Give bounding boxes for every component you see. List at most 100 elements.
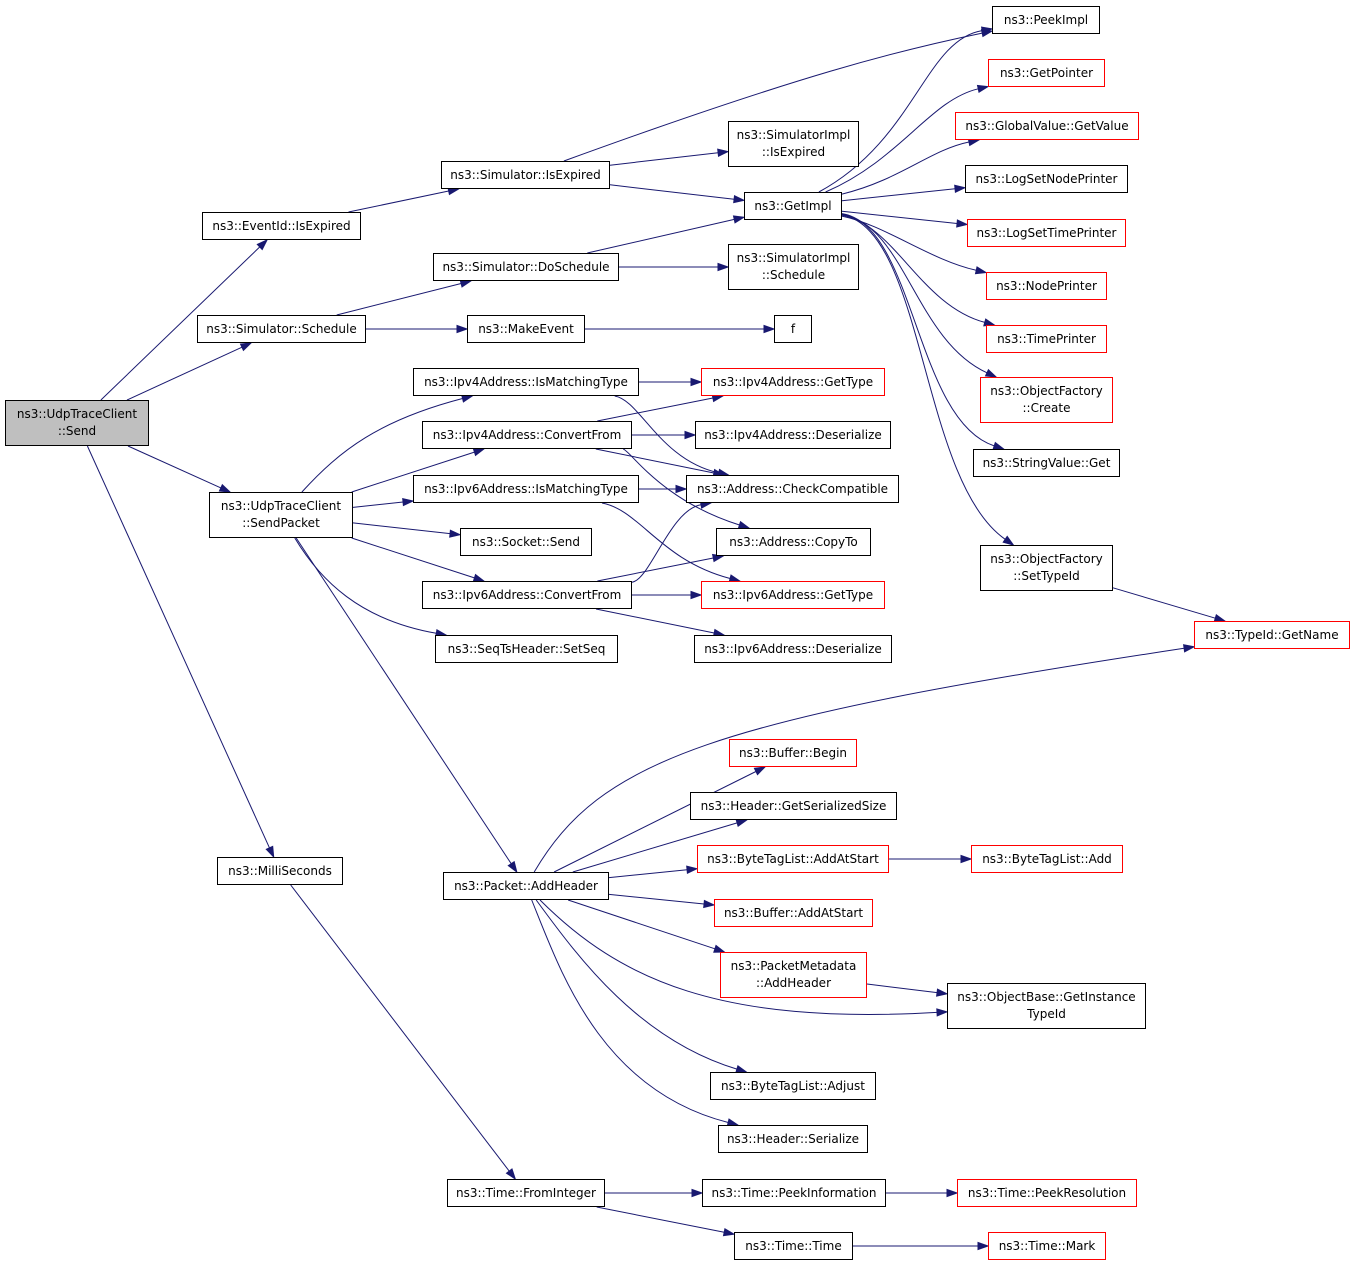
edge-sendpacket-to-ipv4-ismatch: [301, 398, 463, 493]
node-millis[interactable]: ns3::MilliSeconds: [217, 857, 343, 885]
node-ipv6-deser[interactable]: ns3::Ipv6Address::Deserialize: [694, 635, 892, 663]
node-socket-send[interactable]: ns3::Socket::Send: [460, 528, 592, 556]
edge-addheader-to-pm-addheader: [567, 899, 716, 950]
arrowhead-getimpl-to-getpointer: [976, 84, 990, 93]
node-objbase-getinstance[interactable]: ns3::ObjectBase::GetInstance TypeId: [947, 983, 1146, 1029]
node-makeevent[interactable]: ns3::MakeEvent: [467, 315, 585, 343]
node-globalvalue[interactable]: ns3::GlobalValue::GetValue: [955, 112, 1139, 140]
edge-eventid-isexpired-to-sim-isexpired: [348, 190, 449, 213]
node-header-getsize[interactable]: ns3::Header::GetSerializedSize: [690, 792, 897, 820]
edge-root-to-eventid-isexpired: [100, 246, 261, 401]
node-logtime[interactable]: ns3::LogSetTimePrinter: [967, 219, 1126, 247]
arrowhead-millis-to-frominteger: [505, 1168, 517, 1181]
node-sim-doschedule[interactable]: ns3::Simulator::DoSchedule: [433, 253, 619, 281]
node-seqts[interactable]: ns3::SeqTsHeader::SetSeq: [435, 635, 618, 663]
edge-ipv4-convert-to-addr-check: [595, 448, 714, 474]
node-typeid-getname[interactable]: ns3::TypeId::GetName: [1194, 621, 1350, 649]
node-root: ns3::UdpTraceClient ::Send: [5, 400, 149, 446]
edge-ipv6-convert-to-addr-check: [631, 504, 702, 583]
node-objfactory-settypeid[interactable]: ns3::ObjectFactory ::SetTypeId: [980, 545, 1113, 591]
edge-getimpl-to-globalvalue: [841, 141, 970, 195]
edge-getimpl-to-timeprinter: [841, 214, 985, 323]
arrowhead-getimpl-to-lognode: [954, 184, 967, 193]
arrowhead-frominteger-to-time-time: [722, 1228, 736, 1237]
edge-addheader-to-typeid-getname: [533, 647, 1185, 873]
arrowhead-peekinfo-to-peekres: [946, 1188, 959, 1198]
arrowhead-ipv4-convert-to-ipv4-deser: [684, 430, 697, 440]
node-time-mark[interactable]: ns3::Time::Mark: [988, 1232, 1106, 1260]
node-ipv4-deser[interactable]: ns3::Ipv4Address::Deserialize: [695, 421, 891, 449]
node-sim-isexpired[interactable]: ns3::Simulator::IsExpired: [441, 161, 610, 189]
node-btl-add[interactable]: ns3::ByteTagList::Add: [971, 845, 1123, 873]
node-btl-addatstart[interactable]: ns3::ByteTagList::AddAtStart: [697, 845, 889, 873]
arrowhead-sendpacket-to-ipv4-ismatch: [461, 394, 474, 403]
node-objfactory-create[interactable]: ns3::ObjectFactory ::Create: [980, 377, 1113, 423]
node-eventid-isexpired[interactable]: ns3::EventId::IsExpired: [202, 212, 361, 240]
node-sendpacket[interactable]: ns3::UdpTraceClient ::SendPacket: [209, 492, 353, 538]
node-buffer-begin[interactable]: ns3::Buffer::Begin: [729, 739, 857, 767]
node-sim-schedule[interactable]: ns3::Simulator::Schedule: [197, 315, 366, 343]
arrowhead-sim-isexpired-to-simimpl-isexpired: [717, 148, 730, 157]
arrowhead-root-to-sendpacket: [218, 483, 232, 493]
edge-sendpacket-to-seqts: [294, 537, 437, 634]
arrowhead-sim-isexpired-to-getimpl: [733, 194, 746, 204]
node-ipv4-convert[interactable]: ns3::Ipv4Address::ConvertFrom: [422, 421, 632, 449]
arrowhead-time-time-to-time-mark: [977, 1241, 990, 1251]
edge-sim-doschedule-to-getimpl: [587, 218, 735, 254]
arrowhead-sendpacket-to-addheader: [507, 860, 518, 874]
edge-objfactory-settypeid-to-typeid-getname: [1112, 587, 1216, 619]
node-timeprinter[interactable]: ns3::TimePrinter: [986, 325, 1107, 353]
arrowhead-frominteger-to-peekinfo: [691, 1188, 704, 1198]
edge-getimpl-to-objfactory-settypeid: [841, 214, 1006, 540]
node-frominteger[interactable]: ns3::Time::FromInteger: [447, 1179, 605, 1207]
edge-addheader-to-header-serialize: [531, 899, 729, 1123]
node-stringvalue-get[interactable]: ns3::StringValue::Get: [973, 449, 1120, 477]
arrowhead-getimpl-to-logtime: [956, 219, 969, 228]
node-getimpl[interactable]: ns3::GetImpl: [744, 192, 842, 220]
arrowhead-ipv6-ismatch-to-addr-check: [675, 484, 688, 494]
edge-root-to-sendpacket: [127, 445, 222, 489]
arrowhead-ipv4-ismatch-to-ipv4-gettype: [690, 377, 703, 387]
edge-addheader-to-objbase-getinstance: [539, 899, 938, 1015]
arrowhead-sendpacket-to-ipv6-ismatch: [402, 497, 415, 507]
edge-sim-isexpired-to-getimpl: [609, 184, 735, 200]
node-ipv6-ismatch[interactable]: ns3::Ipv6Address::IsMatchingType: [413, 475, 639, 503]
node-addr-copyto[interactable]: ns3::Address::CopyTo: [716, 528, 871, 556]
edge-sendpacket-to-ipv6-convert: [351, 537, 475, 579]
node-btl-adjust[interactable]: ns3::ByteTagList::Adjust: [710, 1072, 876, 1100]
edge-root-to-sim-schedule: [126, 346, 243, 401]
node-f[interactable]: f: [774, 315, 812, 343]
edge-sendpacket-to-socket-send: [352, 522, 451, 535]
node-peekinfo[interactable]: ns3::Time::PeekInformation: [702, 1179, 886, 1207]
node-lognode[interactable]: ns3::LogSetNodePrinter: [965, 165, 1128, 193]
arrowhead-sim-schedule-to-makeevent: [456, 324, 469, 334]
edge-addheader-to-buffer-begin: [553, 771, 757, 873]
node-addheader[interactable]: ns3::Packet::AddHeader: [443, 872, 609, 900]
arrowhead-pm-addheader-to-objbase-getinstance: [936, 988, 949, 997]
arrowhead-root-to-eventid-isexpired: [256, 238, 269, 251]
edge-ipv6-convert-to-addr-copyto: [597, 557, 714, 582]
edge-ipv4-convert-to-ipv4-gettype: [597, 397, 713, 422]
node-peekres[interactable]: ns3::Time::PeekResolution: [957, 1179, 1137, 1207]
node-time-time[interactable]: ns3::Time::Time: [734, 1232, 853, 1260]
edge-sim-schedule-to-sim-doschedule: [336, 283, 462, 316]
node-ipv4-gettype[interactable]: ns3::Ipv4Address::GetType: [701, 368, 885, 396]
edge-sim-isexpired-to-simimpl-isexpired: [609, 152, 719, 166]
node-addr-check[interactable]: ns3::Address::CheckCompatible: [686, 475, 899, 503]
node-header-serialize[interactable]: ns3::Header::Serialize: [718, 1125, 868, 1153]
node-ipv6-gettype[interactable]: ns3::Ipv6Address::GetType: [701, 581, 885, 609]
arrowhead-sim-schedule-to-sim-doschedule: [459, 279, 473, 288]
node-ipv6-convert[interactable]: ns3::Ipv6Address::ConvertFrom: [422, 581, 632, 609]
arrowhead-sendpacket-to-socket-send: [449, 529, 462, 538]
edge-addheader-to-header-getsize: [572, 822, 738, 873]
arrowhead-root-to-millis: [265, 845, 275, 859]
node-buffer-addatstart[interactable]: ns3::Buffer::AddAtStart: [714, 899, 873, 927]
node-ipv4-ismatch[interactable]: ns3::Ipv4Address::IsMatchingType: [413, 368, 639, 396]
node-simimpl-isexpired[interactable]: ns3::SimulatorImpl ::IsExpired: [728, 121, 859, 167]
node-simimpl-schedule[interactable]: ns3::SimulatorImpl ::Schedule: [728, 244, 859, 290]
node-nodeprinter[interactable]: ns3::NodePrinter: [986, 272, 1107, 300]
node-peekimpl[interactable]: ns3::PeekImpl: [992, 6, 1100, 34]
edge-ipv6-convert-to-ipv6-deser: [595, 608, 715, 634]
node-getpointer[interactable]: ns3::GetPointer: [988, 59, 1105, 87]
node-pm-addheader[interactable]: ns3::PacketMetadata ::AddHeader: [720, 952, 867, 998]
